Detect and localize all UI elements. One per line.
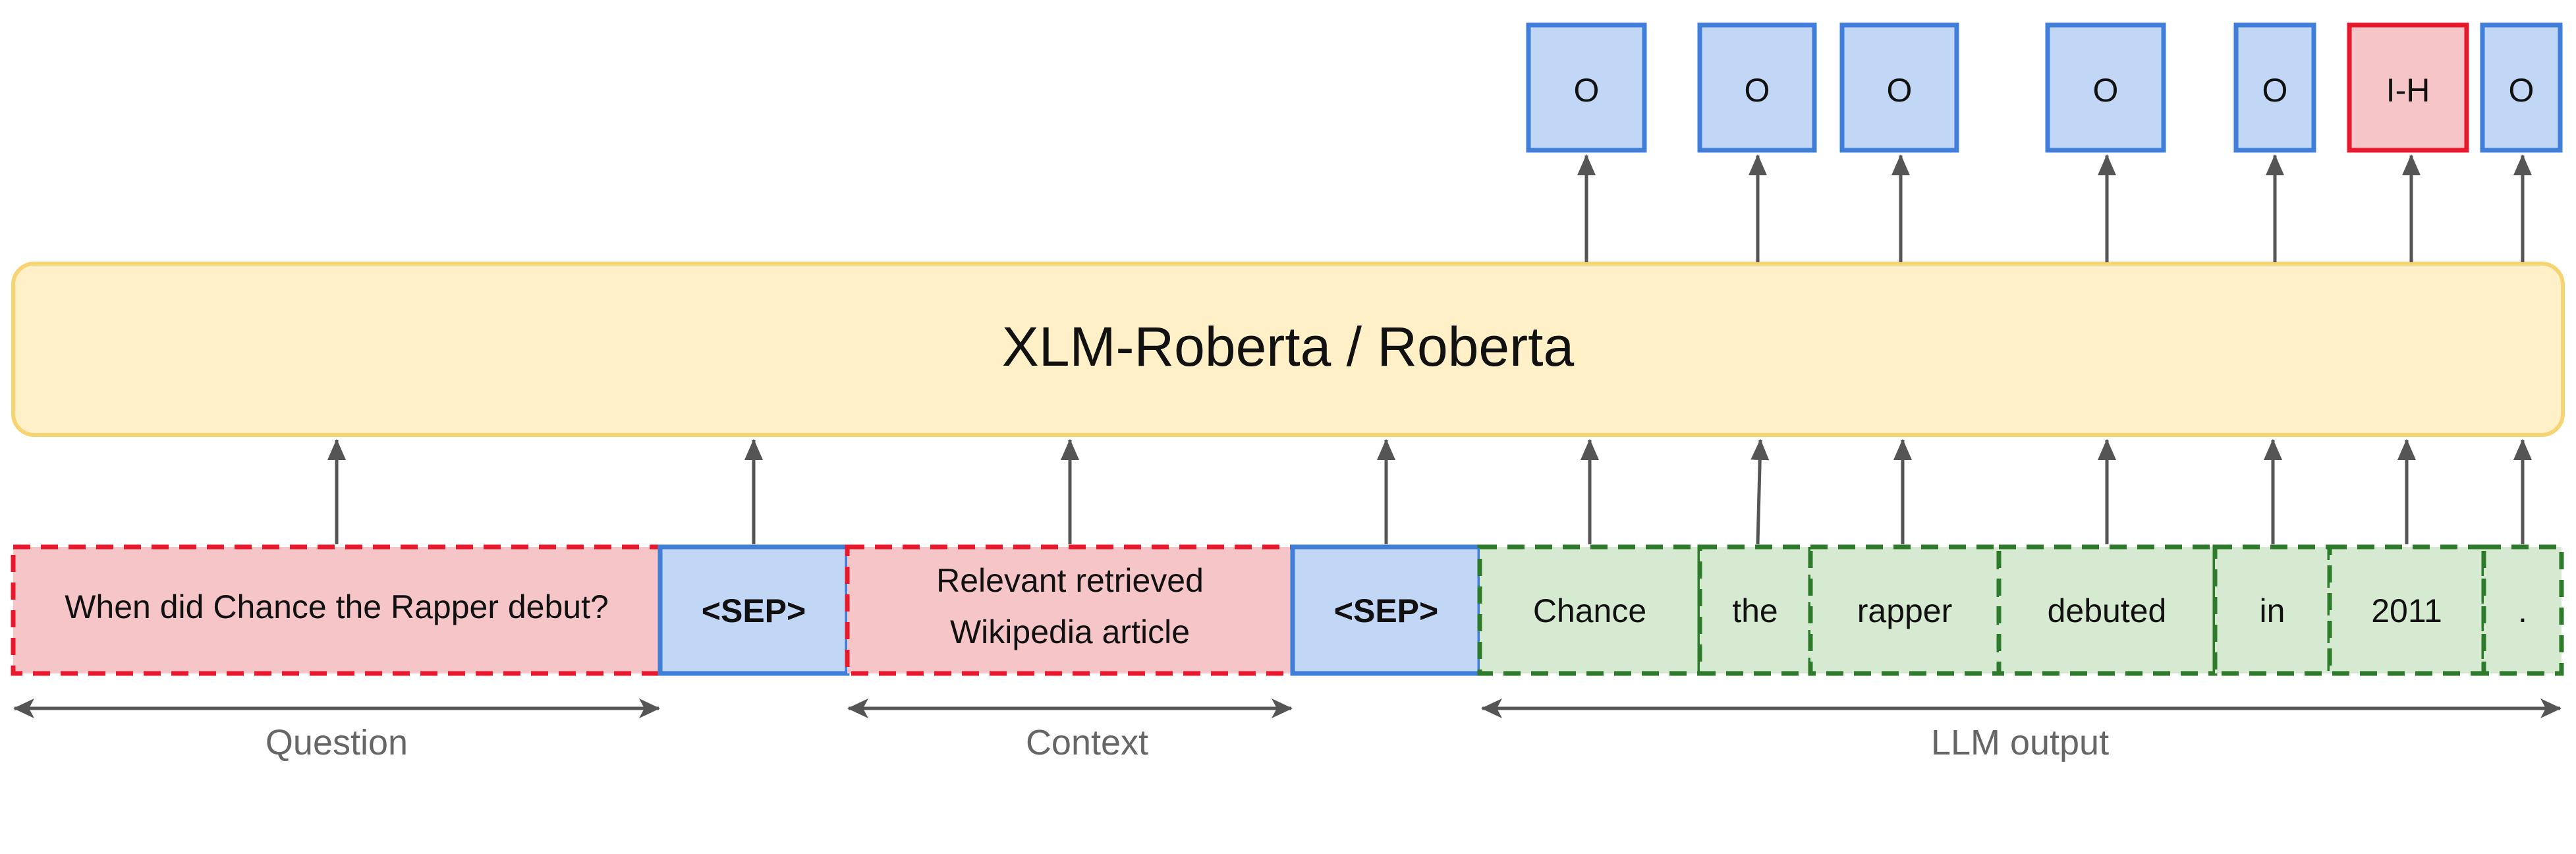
- llm-token-text: .: [2518, 592, 2527, 629]
- hallucination-tag-box: [2347, 22, 2469, 153]
- llm-token-box: [1697, 544, 1813, 676]
- tag-box: [1526, 22, 1647, 153]
- tag-label: O: [2509, 72, 2534, 109]
- tag-box: [2045, 22, 2166, 153]
- context-box: [845, 544, 1295, 676]
- question-span-label: Question: [266, 723, 408, 762]
- llm-token-box: [2212, 544, 2332, 676]
- tag-label: I-H: [2386, 72, 2430, 109]
- model-label: XLM-Roberta / Roberta: [1002, 316, 1575, 378]
- tag-box: [1839, 22, 1959, 153]
- context-line-2: Wikipedia article: [950, 613, 1190, 650]
- tag-label: O: [1574, 72, 1600, 109]
- llm-output-span-label: LLM output: [1931, 723, 2109, 762]
- tag-box: [2480, 22, 2563, 153]
- llm-token-box: [1477, 544, 1702, 676]
- sep-token-1-label: <SEP>: [702, 592, 806, 629]
- llm-token-text: debuted: [2048, 592, 2167, 629]
- question-box: [11, 544, 663, 676]
- context-span-label: Context: [1026, 723, 1148, 762]
- tag-box: [2233, 22, 2316, 153]
- input-arrow: [1750, 439, 1770, 545]
- output-tags: O O O O O I-H O: [1526, 22, 2563, 153]
- llm-token-text: the: [1732, 592, 1778, 629]
- llm-token-text: rapper: [1857, 592, 1953, 629]
- llm-token-box: [1996, 544, 2218, 676]
- tag-label: O: [2262, 72, 2288, 109]
- tag-label: O: [1887, 72, 1913, 109]
- sep-token-2-label: <SEP>: [1334, 592, 1438, 629]
- context-line-1: Relevant retrieved: [936, 562, 1204, 599]
- llm-token-text: Chance: [1533, 592, 1646, 629]
- tag-label: O: [2093, 72, 2119, 109]
- arrows: [327, 154, 2532, 545]
- llm-token-text: in: [2260, 592, 2285, 629]
- llm-token-box: [2327, 544, 2486, 676]
- tag-label: O: [1745, 72, 1770, 109]
- llm-output-tokens: Chance the rapper debuted in 2011.: [1477, 544, 2564, 676]
- tag-box: [1697, 22, 1817, 153]
- llm-token-box: [2481, 544, 2564, 676]
- model-block: [11, 262, 2565, 437]
- question-text: When did Chance the Rapper debut?: [65, 588, 609, 625]
- llm-token-text: 2011: [2371, 592, 2442, 629]
